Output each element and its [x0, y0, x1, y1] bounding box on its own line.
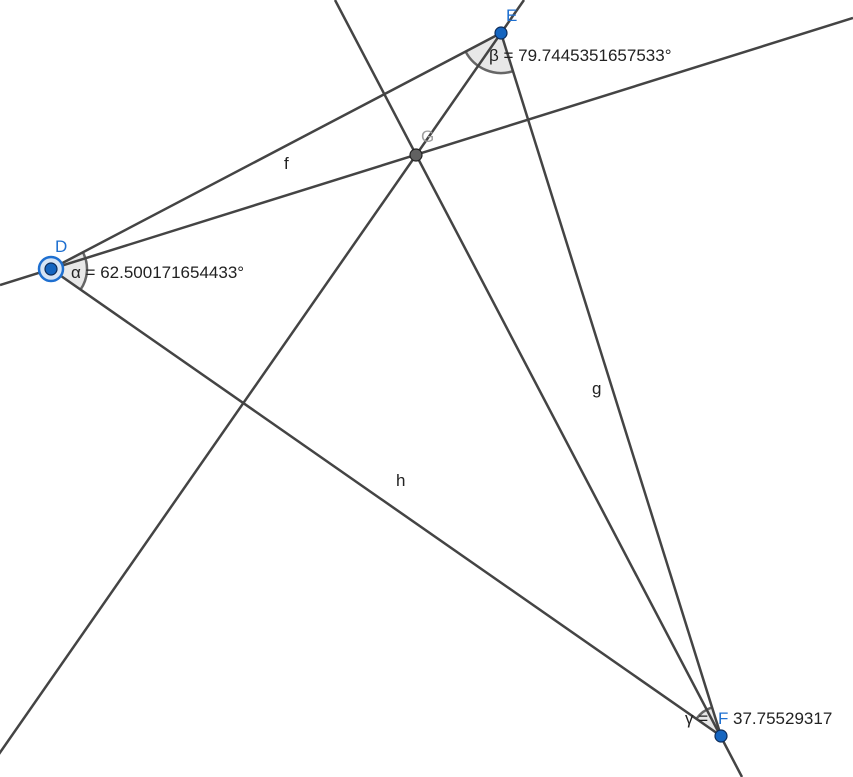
point-f-label: F [718, 709, 728, 728]
segment-f[interactable] [50, 31, 502, 271]
bisector-line-f[interactable] [333, 0, 744, 777]
point-g-label: G [421, 127, 434, 146]
angle-gamma-value: 37.75529317 [733, 709, 832, 728]
angle-beta-label: β = 79.7445351657533° [489, 46, 672, 65]
point-f[interactable] [714, 729, 728, 743]
angle-alpha-arc [79, 251, 89, 291]
angle-alpha-label: α = 62.500171654433° [71, 263, 244, 282]
point-g[interactable] [409, 148, 423, 162]
segment-h[interactable] [50, 267, 722, 738]
bisector-line-d[interactable] [0, 16, 853, 287]
bisector-line-e[interactable] [0, 0, 526, 777]
point-e-label: E [506, 6, 517, 25]
point-e[interactable] [494, 26, 508, 40]
segment-g[interactable] [499, 32, 723, 737]
angle-beta-arc [464, 50, 514, 75]
segment-h-label: h [396, 471, 405, 490]
point-d-label: D [55, 237, 67, 256]
angle-beta-sector[interactable] [465, 33, 513, 74]
point-d[interactable] [44, 262, 58, 276]
segment-f-label: f [284, 154, 289, 173]
segment-g-label: g [592, 379, 601, 398]
angle-gamma-sector[interactable] [696, 707, 721, 736]
angle-gamma-symbol: γ = [685, 709, 708, 728]
